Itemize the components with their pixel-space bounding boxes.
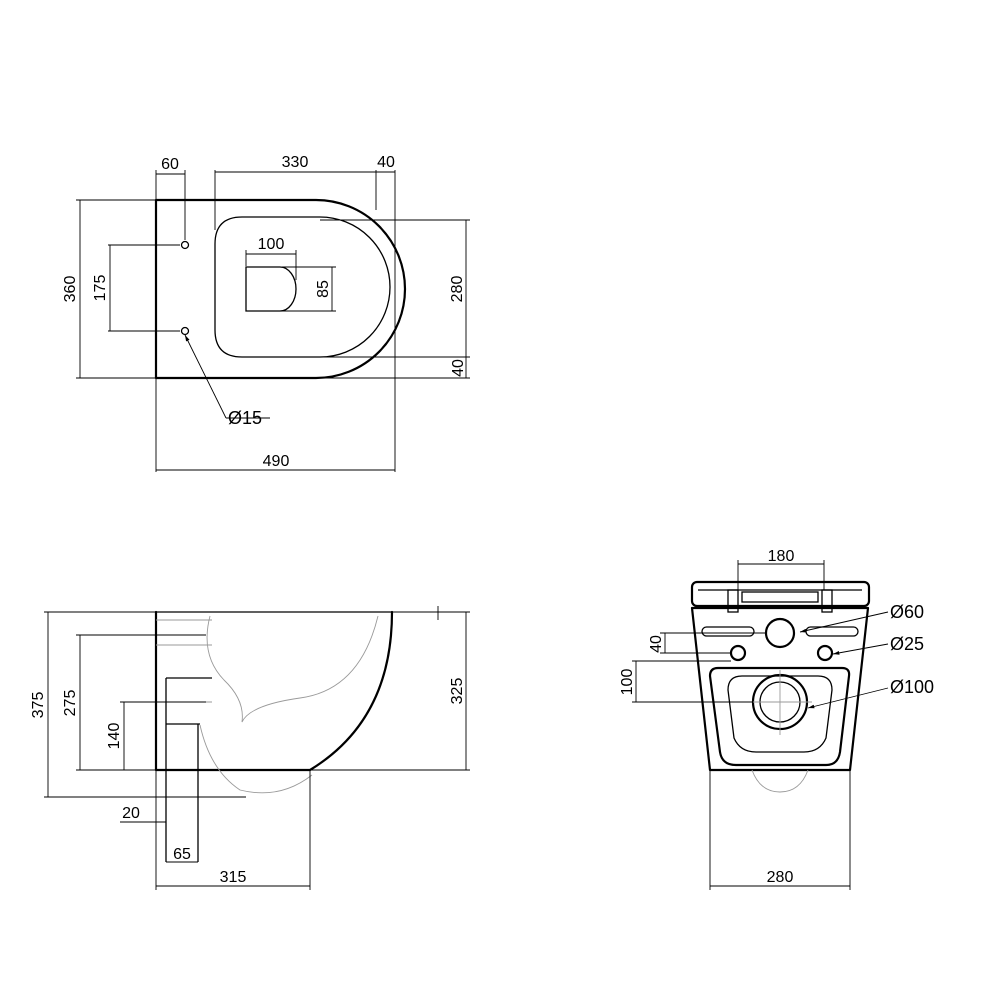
dim-top-490: 490	[263, 453, 290, 470]
dim-rear-280: 280	[767, 869, 794, 886]
rear-view-fixing-hole-right	[816, 644, 834, 662]
dim-rear-d25: Ø25	[890, 634, 924, 654]
dim-side-325: 325	[449, 678, 466, 705]
rear-view-hinge-left	[727, 589, 739, 613]
dim-side-65: 65	[173, 846, 191, 863]
rear-view: 180 40 100 Ø60 Ø25 Ø100 280	[619, 548, 934, 890]
dim-rear-d60: Ø60	[890, 602, 924, 622]
rear-view-hinge-right	[821, 589, 833, 613]
side-view: 375 275 140 325 20 65 315	[30, 606, 470, 890]
dim-top-hole: Ø15	[228, 408, 262, 428]
dim-top-40-side: 40	[450, 359, 467, 377]
top-view-drain	[245, 266, 297, 312]
dim-side-20: 20	[122, 805, 140, 822]
rear-view-slot-right	[805, 626, 859, 637]
dim-rear-180: 180	[768, 548, 795, 565]
rear-view-slot-left	[701, 626, 755, 637]
dim-side-275: 275	[62, 690, 79, 717]
dim-side-375: 375	[30, 692, 47, 719]
rear-view-inlet	[764, 617, 796, 649]
top-view-fixing-hole-lower	[180, 326, 190, 336]
dim-top-330: 330	[282, 154, 309, 171]
side-view-bowl-contour	[206, 615, 379, 723]
top-view-bowl	[214, 216, 391, 358]
dim-rear-100: 100	[619, 669, 636, 696]
top-view: 60 330 40 360 175 100 85 280 40 Ø15 490	[62, 154, 470, 472]
side-view-outlet	[199, 724, 313, 794]
dim-top-100: 100	[258, 236, 285, 253]
top-view-outline	[154, 198, 407, 380]
dim-top-60: 60	[161, 156, 179, 173]
dim-top-175: 175	[92, 275, 109, 302]
rear-view-seat-lid	[690, 580, 871, 608]
side-view-outline	[154, 610, 394, 772]
top-view-fixing-hole-upper	[180, 240, 190, 250]
dim-side-140: 140	[106, 723, 123, 750]
rear-view-fixing-hole-left	[729, 644, 747, 662]
dim-side-315: 315	[220, 869, 247, 886]
rear-view-outlet-recess	[708, 666, 851, 767]
dim-top-360: 360	[62, 276, 79, 303]
dim-rear-40: 40	[648, 635, 665, 653]
dim-rear-d100: Ø100	[890, 677, 934, 697]
dim-top-85: 85	[315, 280, 332, 298]
dim-top-280: 280	[449, 276, 466, 303]
dim-top-40: 40	[377, 154, 395, 171]
